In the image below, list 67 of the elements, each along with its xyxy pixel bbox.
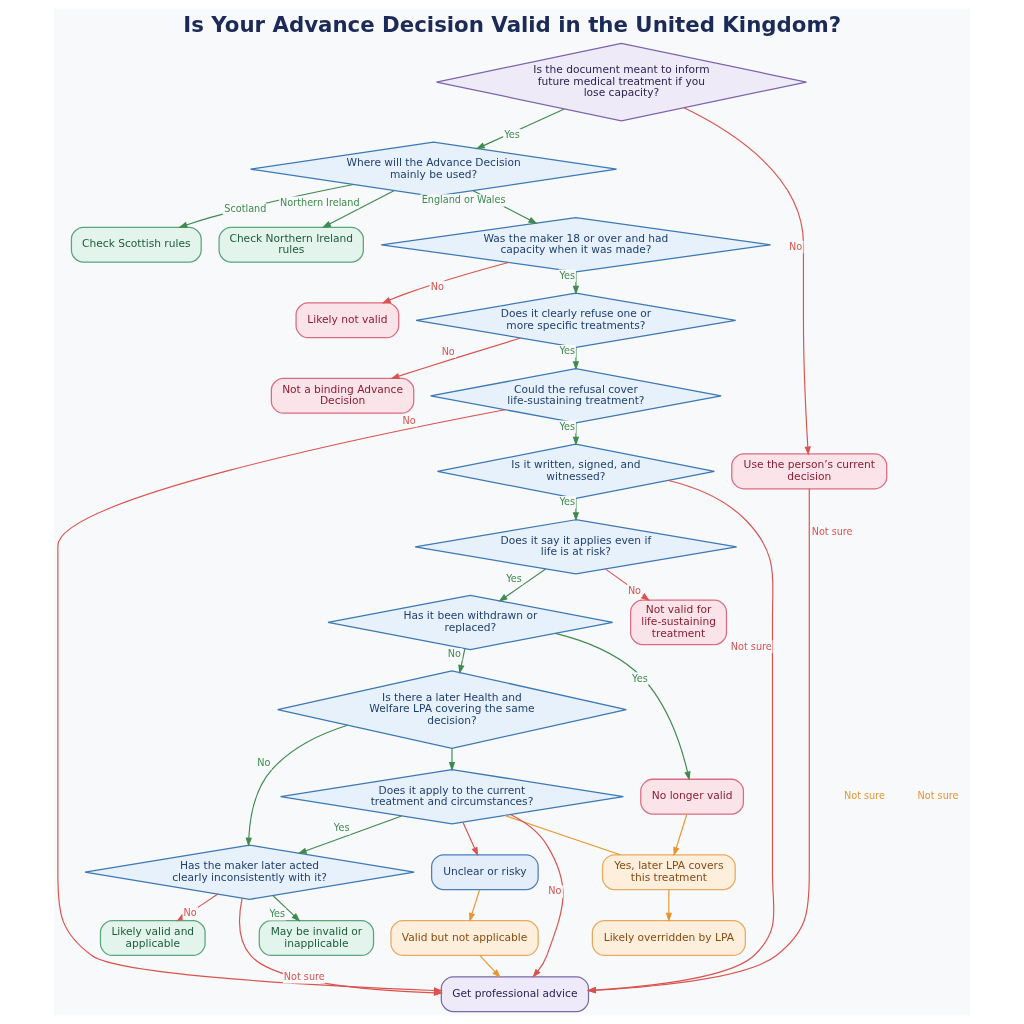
arrow [297, 815, 403, 854]
edge-label: Northern Ireland [280, 196, 360, 208]
node-diamond: Is the document meant to inform future medical treatment if you lose capacity? [435, 42, 807, 122]
label: Not sure [917, 790, 959, 802]
node-box: Not a binding Advance Decision [270, 377, 415, 414]
node-diamond: Does it say it applies even if life is at risk? [414, 519, 738, 575]
arrow [673, 813, 688, 857]
arrow [665, 889, 673, 922]
arrow [475, 108, 565, 150]
edge-label: No [430, 280, 444, 292]
edge-label: Not sure [811, 525, 853, 537]
edge-label: No [257, 757, 271, 769]
edge-label: England or Wales [421, 194, 506, 206]
arrow [605, 568, 650, 601]
arrow [390, 337, 522, 380]
arrow [572, 422, 580, 446]
arrow [448, 747, 456, 772]
arrow [572, 271, 580, 295]
edge-label: No [441, 345, 455, 357]
edge-label: Scotland [224, 203, 267, 215]
edge-label: Yes [559, 496, 576, 508]
label: Not sure [844, 790, 885, 802]
edge-label: Not sure [283, 971, 325, 982]
node-box: Not valid for life-sustaining treatment [630, 599, 728, 646]
connector [504, 814, 621, 856]
edge-label: No [447, 648, 461, 660]
arrow [321, 190, 395, 228]
arrow [498, 568, 547, 602]
arrow [479, 955, 501, 979]
node-box: Get professional advice [440, 976, 590, 1013]
node-box: Likely not valid [295, 302, 400, 339]
node-box: Yes, later LPA covers this treatment [601, 854, 736, 891]
arrow [178, 183, 355, 228]
diagram-title: Is Your Advance Decision Valid in the United Kingdom? [183, 12, 842, 38]
edge-label: Yes [559, 269, 576, 281]
arrow [572, 497, 580, 522]
edge-label: Yes [559, 345, 576, 357]
edge-label: No [183, 907, 197, 919]
node-diamond: Is there a later Health and Welfare LPA covering the same decision? [277, 670, 627, 749]
edge-label: Not sure [730, 640, 772, 652]
edge-label: Yes [333, 822, 350, 834]
node-box: No longer valid [640, 778, 745, 815]
edge-label: Yes [504, 128, 520, 140]
edge-label: No [548, 885, 562, 897]
node-box: Unclear or risky [431, 854, 539, 891]
edge-label: Yes [506, 572, 522, 584]
edge-label: Yes [632, 672, 648, 684]
node-box: Check Northern Ireland rules [218, 226, 364, 263]
node-box: Likely overridden by LPA [591, 920, 746, 957]
node-box: May be invalid or inapplicable [258, 920, 375, 957]
edge-label: Yes [269, 908, 286, 920]
edge-label: No [788, 241, 803, 253]
node-box: Likely valid and applicable [99, 920, 206, 957]
arrow [272, 894, 301, 922]
arrow [469, 889, 481, 922]
edge-label: No [402, 414, 416, 426]
node-box: Check Scottish rules [70, 226, 202, 263]
edge-label: No [627, 584, 642, 596]
edge-label: Yes [559, 420, 576, 432]
arrow [554, 632, 691, 781]
arrow [381, 261, 509, 304]
arrow [683, 107, 811, 456]
arrow [458, 648, 466, 674]
arrow [572, 346, 580, 371]
node-box: Use the person’s current decision [731, 453, 888, 490]
node-box: Valid but not applicable [390, 920, 539, 957]
arrow [462, 821, 479, 857]
